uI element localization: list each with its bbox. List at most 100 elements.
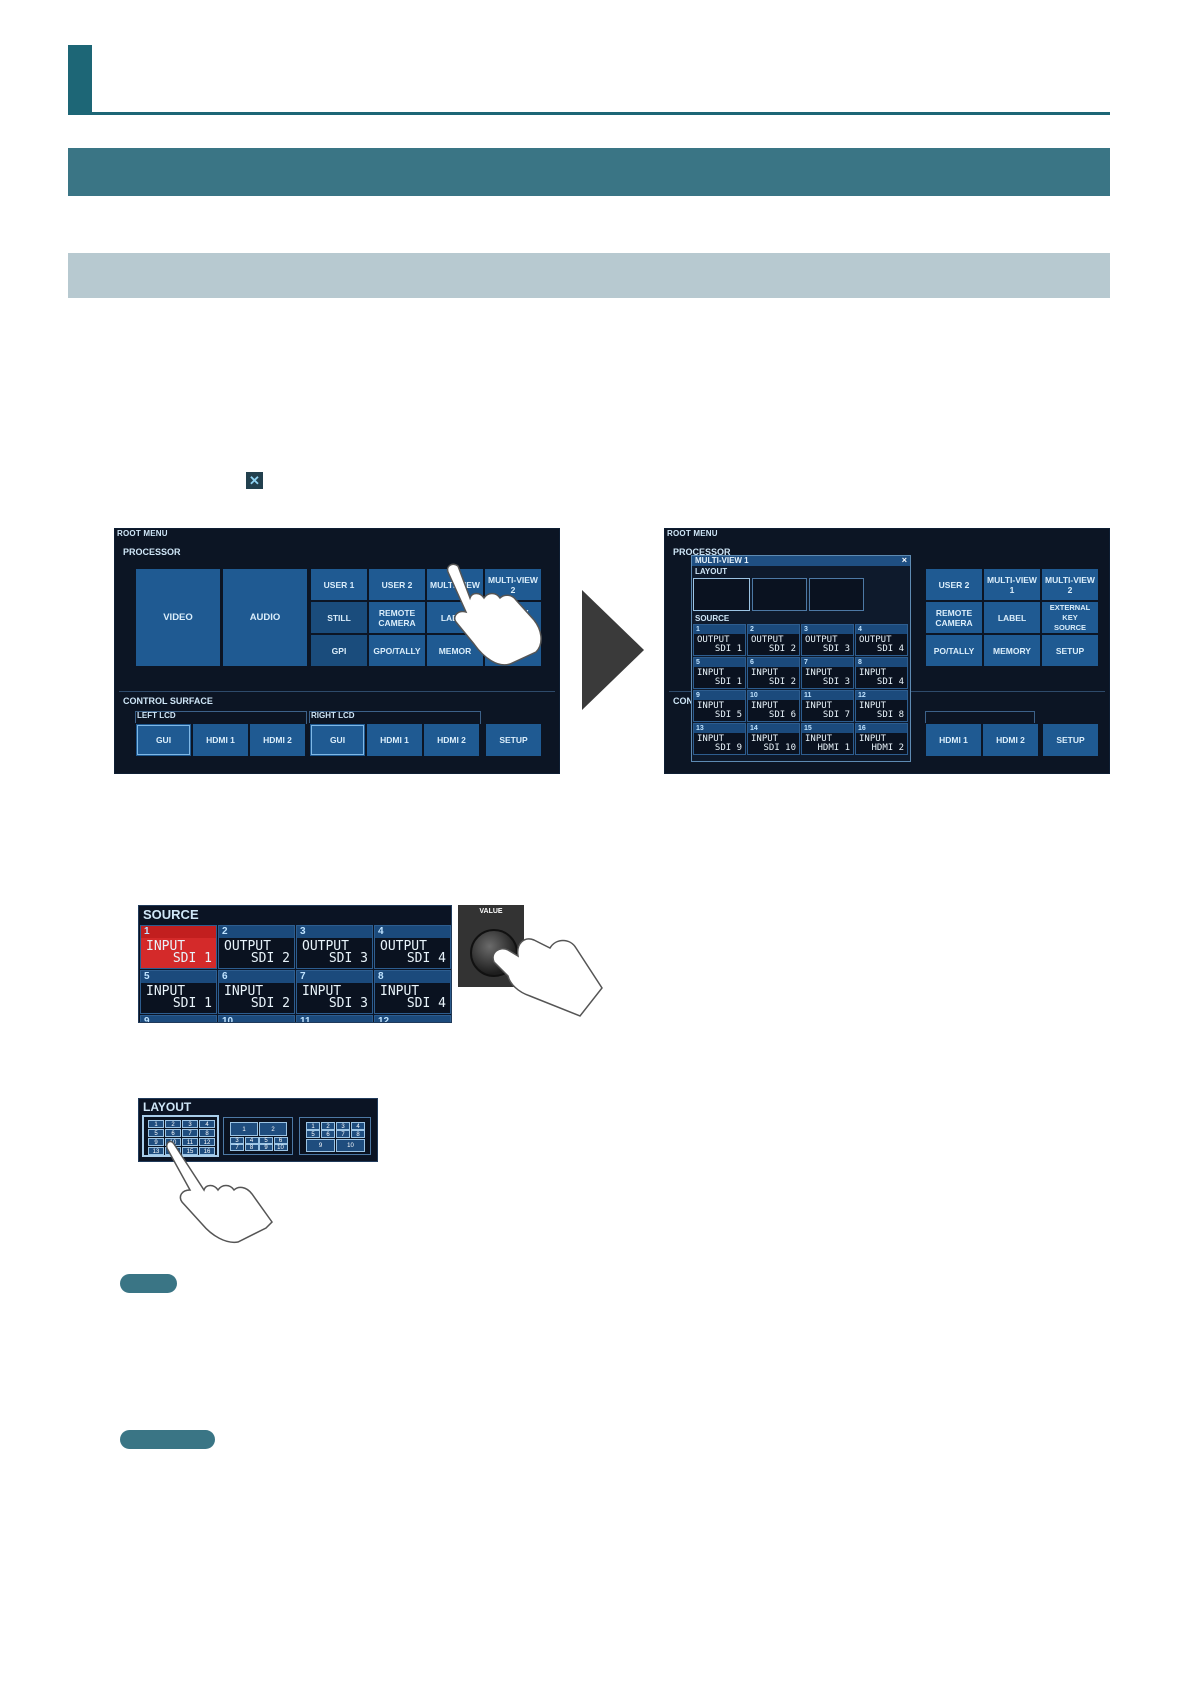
source-number: 12 [375, 1016, 450, 1022]
setup-button[interactable]: SETUP [1042, 723, 1099, 757]
layout-tile: 10 [336, 1139, 365, 1152]
right-gui-button[interactable]: GUI [309, 723, 366, 757]
layout-tile: 9 [306, 1139, 335, 1152]
hdmi2-button[interactable]: HDMI 2 [982, 723, 1039, 757]
layout-tile: 7 [182, 1129, 198, 1137]
user2-button[interactable]: USER 2 [925, 568, 983, 601]
hdmi1-button[interactable]: HDMI 1 [925, 723, 982, 757]
layout-zoom-panel: LAYOUT 12345678910111213141516 123456789… [138, 1098, 378, 1162]
video-button[interactable]: VIDEO [135, 568, 221, 667]
right-lcd-group [925, 711, 1035, 724]
layout-tile: 1 [148, 1120, 164, 1128]
user2-button[interactable]: USER 2 [368, 568, 426, 601]
left-hdmi1-button[interactable]: HDMI 1 [192, 723, 249, 757]
remote-camera-button[interactable]: REMOTE CAMERA [925, 601, 983, 634]
source-type: INPUT [146, 939, 186, 954]
source-cell-partial[interactable]: 10 [218, 1015, 295, 1022]
gpo-tally-button[interactable]: PO/TALLY [925, 634, 983, 667]
setup-button[interactable]: SETUP [485, 723, 542, 757]
source-port: HDMI 1 [817, 743, 850, 753]
source-cell-partial[interactable]: 11 [296, 1015, 373, 1022]
label-button[interactable]: LABEL [983, 601, 1041, 634]
source-type: OUTPUT [697, 635, 730, 645]
setup-top-button[interactable]: SETUP [1041, 634, 1099, 667]
audio-button[interactable]: AUDIO [222, 568, 308, 667]
close-icon[interactable]: × [901, 555, 907, 565]
source-type: INPUT [302, 984, 342, 999]
layout-option-10a[interactable] [752, 578, 807, 611]
source-number: 8 [856, 658, 907, 667]
right-hdmi2-button[interactable]: HDMI 2 [423, 723, 480, 757]
left-hdmi2-button[interactable]: HDMI 2 [249, 723, 306, 757]
source-number: 4 [375, 926, 450, 938]
source-port: SDI 3 [822, 677, 850, 687]
gpi-button[interactable]: GPI [310, 634, 368, 667]
source-cell-partial[interactable]: 12 [374, 1015, 451, 1022]
layout-tile: 9 [259, 1144, 273, 1151]
layout-tile: 3 [336, 1122, 350, 1130]
source-number: 6 [748, 658, 799, 667]
layout-tile: 5 [259, 1137, 273, 1144]
pointing-hand-icon [446, 563, 542, 666]
external-key-source-button[interactable]: EXTERNAL KEY SOURCE [1041, 601, 1099, 634]
source-number: 2 [219, 926, 294, 938]
source-number: 16 [856, 724, 907, 733]
control-surface-label-partial: CON [673, 696, 693, 706]
layout-option-16[interactable] [693, 578, 750, 611]
source-title: SOURCE [143, 907, 199, 922]
layout-tile: 2 [165, 1120, 181, 1128]
multiview1-button[interactable]: MULTI-VIEW 1 [983, 568, 1041, 601]
right-hdmi1-button[interactable]: HDMI 1 [366, 723, 423, 757]
layout-tile: 8 [199, 1129, 215, 1137]
layout-tile: 2 [321, 1122, 335, 1130]
layout-16-thumb[interactable]: 12345678910111213141516 [142, 1115, 219, 1157]
source-port: SDI 5 [714, 710, 742, 720]
layout-tile: 1 [230, 1122, 258, 1136]
source-number: 9 [694, 691, 745, 700]
user1-button[interactable]: USER 1 [310, 568, 368, 601]
memory-button[interactable]: MEMORY [983, 634, 1041, 667]
subsection-header-band [68, 253, 1110, 298]
layout-option-10b[interactable] [809, 578, 864, 611]
left-gui-button[interactable]: GUI [135, 723, 192, 757]
source-cell-partial[interactable]: 9 [140, 1015, 217, 1022]
source-port: SDI 3 [328, 951, 368, 966]
source-port: SDI 3 [822, 644, 850, 654]
still-button[interactable]: STILL [310, 601, 368, 634]
multiview2-button[interactable]: MULTI-VIEW 2 [1041, 568, 1099, 601]
remote-camera-button[interactable]: REMOTE CAMERA [368, 601, 426, 634]
source-port: SDI 2 [250, 951, 290, 966]
source-number: 8 [375, 971, 450, 983]
source-port: SDI 4 [406, 951, 446, 966]
layout-tile: 5 [148, 1129, 164, 1137]
gpo-tally-button[interactable]: GPO/TALLY [368, 634, 426, 667]
